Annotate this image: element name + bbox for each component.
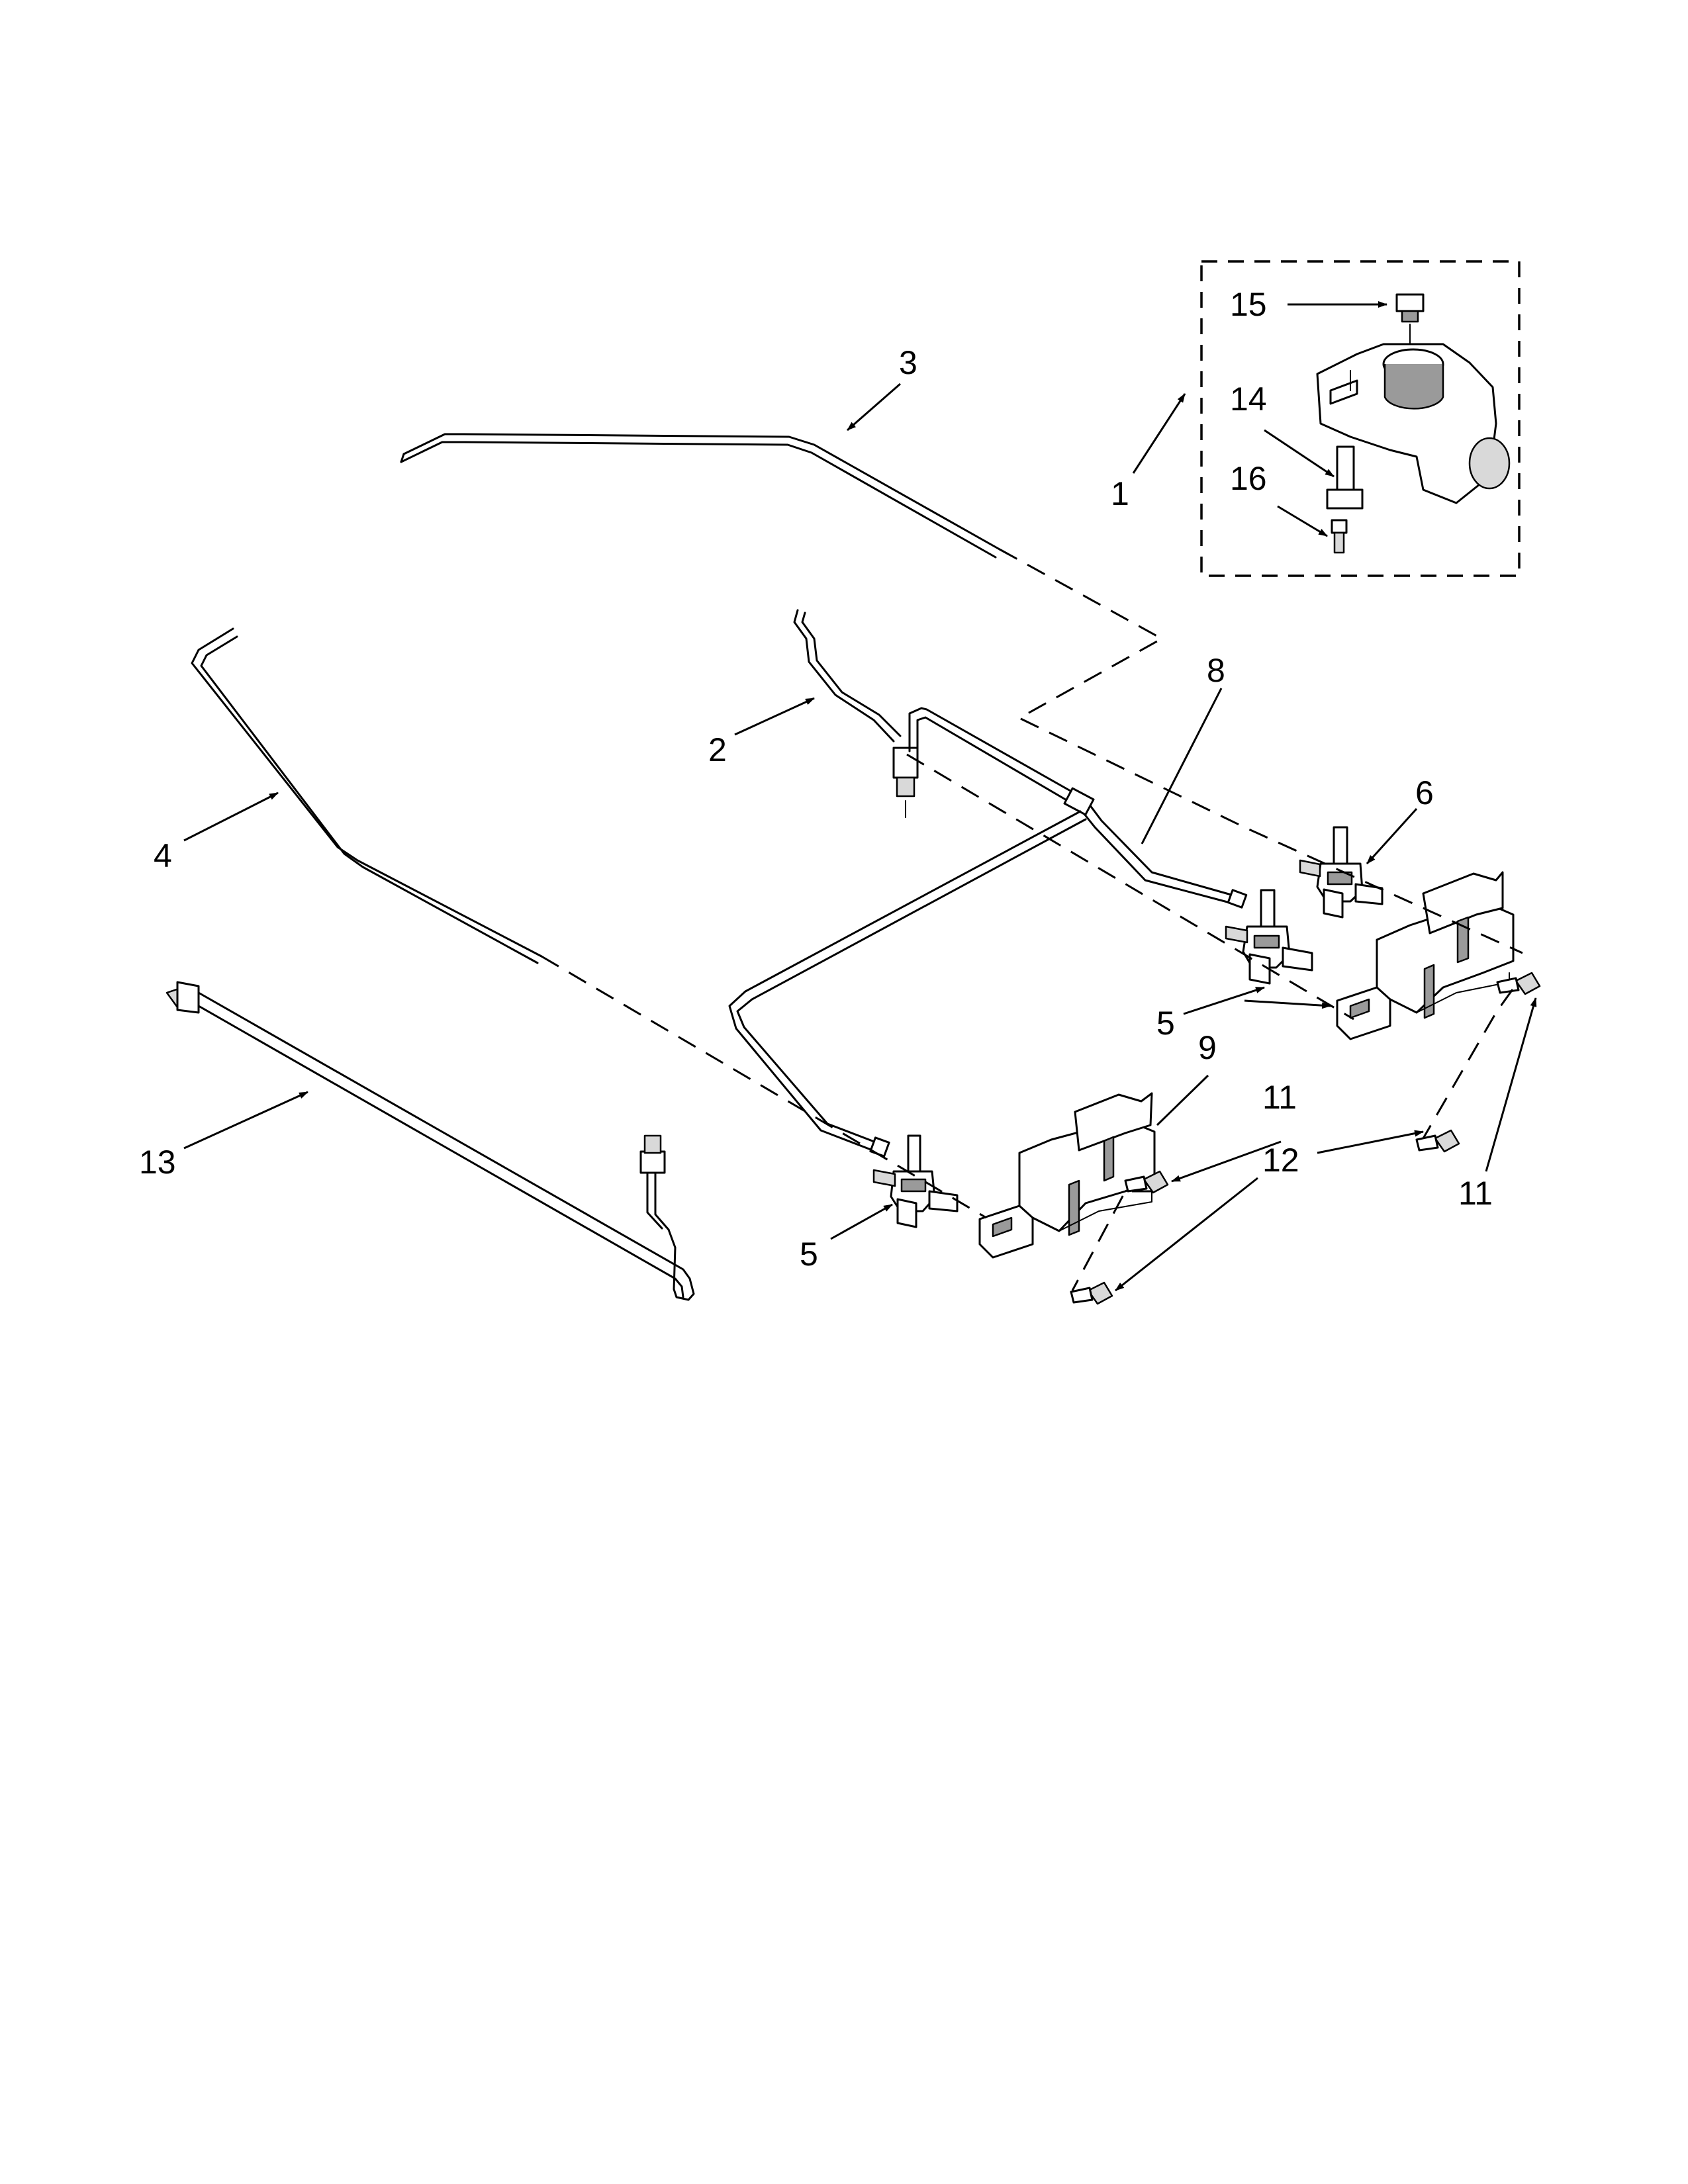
regulator-15-cap xyxy=(1395,293,1425,351)
leader-4 xyxy=(183,792,279,842)
callout-13: 13 xyxy=(139,1144,176,1181)
screw-11-upper xyxy=(1496,972,1541,995)
gas-tube-3 xyxy=(400,433,1001,559)
screw-12-lower xyxy=(1070,1281,1113,1305)
manifold-tube-8 xyxy=(728,707,1248,1158)
burner-bracket-9-upper xyxy=(1336,871,1515,1040)
leader-6 xyxy=(1366,807,1418,865)
valve-5-upper xyxy=(1225,889,1313,985)
regulator-16-screw xyxy=(1331,519,1348,554)
gas-tube-4 xyxy=(191,627,543,964)
callout-11-upper: 11 xyxy=(1458,1175,1493,1212)
screw-11-lower xyxy=(1124,1170,1169,1194)
callout-6: 6 xyxy=(1415,774,1434,811)
callout-2: 2 xyxy=(708,731,727,768)
leader-12-upper xyxy=(1317,1130,1424,1154)
gas-tube-2 xyxy=(793,609,919,818)
regulator-14-orifice xyxy=(1326,445,1364,510)
callout-5-upper: 5 xyxy=(1156,1005,1175,1042)
callout-3: 3 xyxy=(899,344,917,381)
supply-tube-13 xyxy=(165,981,695,1301)
regulator-body xyxy=(1316,343,1511,504)
leader-11-upper xyxy=(1485,997,1537,1172)
callout-11-lower: 11 xyxy=(1262,1079,1297,1116)
leader-14 xyxy=(1264,429,1335,478)
leader-13 xyxy=(183,1091,308,1150)
callout-9: 9 xyxy=(1198,1029,1217,1066)
callout-8: 8 xyxy=(1207,652,1225,689)
callout-12: 12 xyxy=(1262,1142,1299,1179)
regulator-group-box xyxy=(1200,260,1521,577)
leader-2 xyxy=(734,697,815,736)
dash-4-to-5 xyxy=(541,955,987,1219)
valve-6 xyxy=(1299,826,1383,919)
callout-5-lower: 5 xyxy=(800,1236,818,1273)
callout-1: 1 xyxy=(1111,475,1129,512)
leader-5-upper xyxy=(1183,986,1265,1015)
leader-8 xyxy=(1141,688,1223,844)
leader-16 xyxy=(1277,505,1328,537)
dash-screws-upper xyxy=(1422,989,1514,1139)
dash-3-to-8 xyxy=(999,548,1523,954)
callout-15: 15 xyxy=(1230,286,1267,323)
leader-11-lower xyxy=(1171,1140,1282,1183)
leader-3 xyxy=(847,383,901,432)
screw-12-upper xyxy=(1415,1129,1460,1153)
leader-9-upper xyxy=(1244,999,1331,1009)
callout-16: 16 xyxy=(1230,460,1267,497)
leader-5-lower xyxy=(830,1203,893,1240)
callout-4: 4 xyxy=(154,837,172,874)
burner-bracket-9-lower xyxy=(978,1092,1156,1259)
dash-screws-lower xyxy=(1071,1190,1152,1291)
dash-2-to-5 xyxy=(906,753,1354,1021)
callout-14: 14 xyxy=(1230,381,1267,418)
valve-5-lower xyxy=(872,1134,959,1228)
leader-9-lower xyxy=(1156,1074,1209,1126)
leader-1 xyxy=(1132,393,1186,474)
leader-12-lower xyxy=(1115,1177,1258,1292)
